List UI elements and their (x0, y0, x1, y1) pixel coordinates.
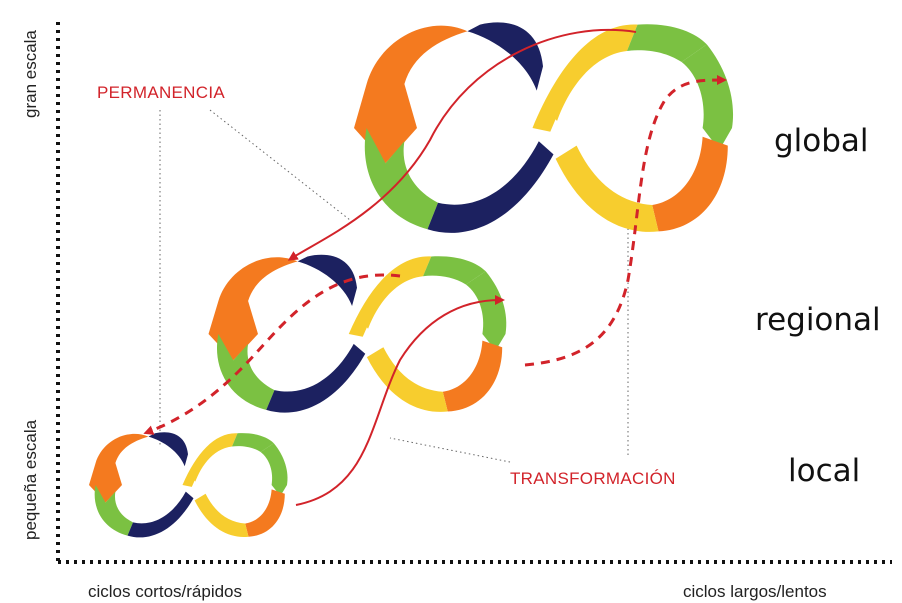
revolt-arrow-local-to-regional (295, 295, 505, 506)
revolt-arrow-regional-to-global (524, 75, 727, 367)
loop-global (354, 22, 734, 233)
loop-local (88, 432, 288, 538)
transformacion-label: TRANSFORMACIÓN (510, 469, 676, 488)
transformacion-leaders (389, 200, 629, 463)
y-axis-top-label: gran escala (21, 30, 40, 118)
local-label: local (788, 453, 860, 489)
x-axis-right-label: ciclos largos/lentos (683, 582, 827, 601)
remember-arrow-regional-to-local (143, 273, 401, 435)
remember-arrow-global-to-regional (287, 28, 637, 261)
permanencia-label: PERMANENCIA (97, 83, 225, 102)
regional-label: regional (755, 302, 881, 338)
y-axis-bottom-label: pequeña escala (21, 419, 40, 540)
permanencia-leaders (159, 109, 351, 445)
loop-regional (208, 254, 507, 413)
x-axis-left-label: ciclos cortos/rápidos (88, 582, 242, 601)
global-label: global (774, 123, 869, 159)
